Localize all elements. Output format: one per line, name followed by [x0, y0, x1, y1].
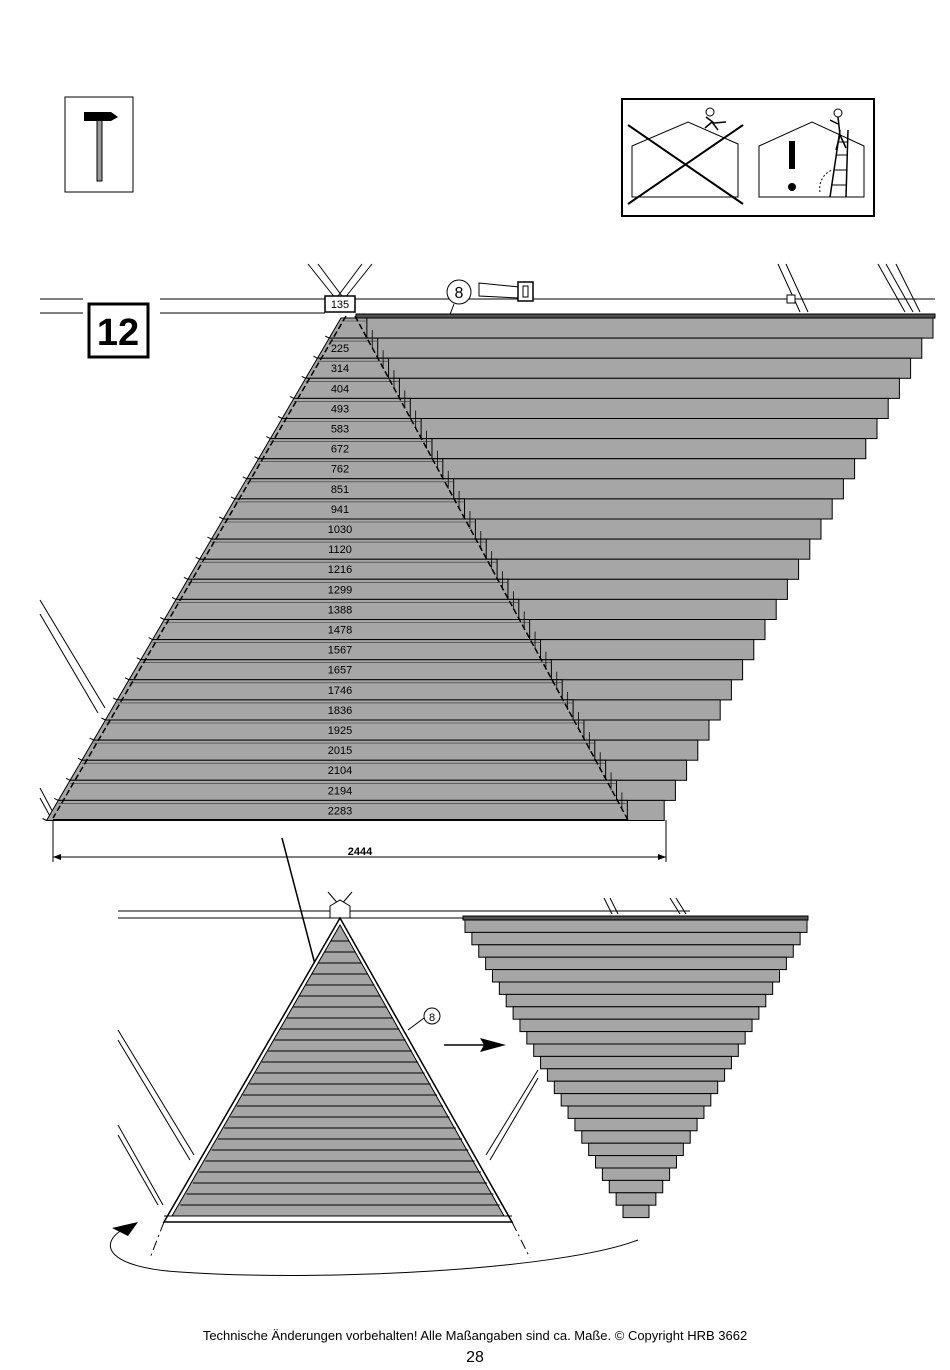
offcut-board	[519, 1018, 753, 1033]
offcut-board	[498, 981, 774, 995]
offcut-board	[588, 1142, 684, 1157]
measurement-label: 672	[331, 444, 349, 456]
measurement-label: 493	[331, 403, 349, 415]
offcut-board	[567, 1105, 705, 1119]
right-board	[355, 357, 912, 379]
part-callout: 8	[443, 279, 534, 331]
part-number: 8	[455, 285, 464, 302]
measurement-label: 583	[331, 424, 349, 436]
sub-part-number: 8	[429, 1012, 435, 1024]
offcut-board	[526, 1031, 746, 1045]
measurement-label: 2194	[328, 785, 352, 797]
offcut-board	[491, 969, 781, 983]
offcut-board	[512, 1006, 760, 1020]
offcut-board	[478, 944, 794, 958]
move-arrow	[444, 1038, 506, 1052]
right-board	[355, 377, 900, 399]
measurement-label: 404	[331, 383, 349, 395]
measurement-label: 314	[331, 363, 349, 375]
cut-lines	[52, 315, 629, 821]
top-label: 135	[331, 299, 349, 311]
offcut-board	[505, 993, 767, 1008]
roof-person-crossed-icon	[627, 107, 744, 205]
measurement-label: 1657	[328, 665, 352, 677]
measurement-labels: 225 314 404 493 583 672 762 851 941 1030 1120 1216 1…	[328, 343, 352, 817]
top-board	[355, 313, 936, 319]
offcut-board	[540, 1055, 732, 1070]
measurement-label: 851	[331, 484, 349, 496]
measurement-label: 1299	[328, 584, 352, 596]
measurement-label: 1836	[328, 705, 352, 717]
width-label: 2444	[348, 846, 373, 858]
offcut-board	[622, 1204, 650, 1219]
measurement-label: 2283	[328, 805, 352, 817]
offcut-board	[546, 1068, 726, 1082]
offcut-board	[533, 1043, 739, 1057]
offcut-board	[574, 1117, 698, 1132]
offcut-board	[581, 1130, 691, 1144]
lower-gable-view: 8	[109, 891, 690, 1276]
measurement-label: 1030	[328, 524, 352, 536]
offcut-board	[595, 1155, 677, 1169]
gable-boards	[42, 317, 628, 821]
offcut-board	[471, 931, 801, 946]
saw-icon	[478, 281, 534, 302]
offcut-board	[601, 1167, 671, 1181]
measurement-label: 1388	[328, 604, 352, 616]
offcut-board	[615, 1192, 657, 1206]
hammer-icon	[64, 96, 134, 193]
offcut-board	[485, 956, 787, 971]
ridge-beam	[40, 263, 935, 314]
measurement-label: 1746	[328, 685, 352, 697]
step-number: 12	[97, 312, 139, 354]
measurement-label: 762	[331, 464, 349, 476]
left-rafter	[39, 599, 106, 819]
right-board	[355, 317, 934, 339]
offcut-board	[560, 1093, 712, 1107]
top-connector: 135	[324, 295, 356, 313]
footer-text: Technische Änderungen vorbehalten! Alle …	[202, 1328, 748, 1343]
step-number-box: 12	[87, 302, 150, 359]
measurement-label: 1478	[328, 625, 352, 637]
offcut-board	[553, 1080, 719, 1095]
measurement-label: 225	[331, 343, 349, 355]
measurement-label: 1216	[328, 564, 352, 576]
right-board	[355, 418, 878, 440]
right-board	[355, 397, 889, 419]
offcut-board	[608, 1179, 664, 1194]
measurement-label: 2104	[328, 765, 352, 777]
safety-panel	[621, 98, 875, 217]
measurement-label: 1567	[328, 645, 352, 657]
ladder-person-icon	[758, 108, 865, 198]
measurement-label: 1925	[328, 725, 352, 737]
offcut-board	[464, 919, 808, 933]
measurement-label: 2015	[328, 745, 352, 757]
measurement-label: 1120	[328, 544, 352, 556]
right-board	[355, 337, 923, 359]
page-number: 28	[466, 1349, 484, 1366]
width-dimension: 2444	[52, 820, 667, 862]
inverted-boards	[462, 915, 809, 1219]
measurement-label: 941	[331, 504, 349, 516]
